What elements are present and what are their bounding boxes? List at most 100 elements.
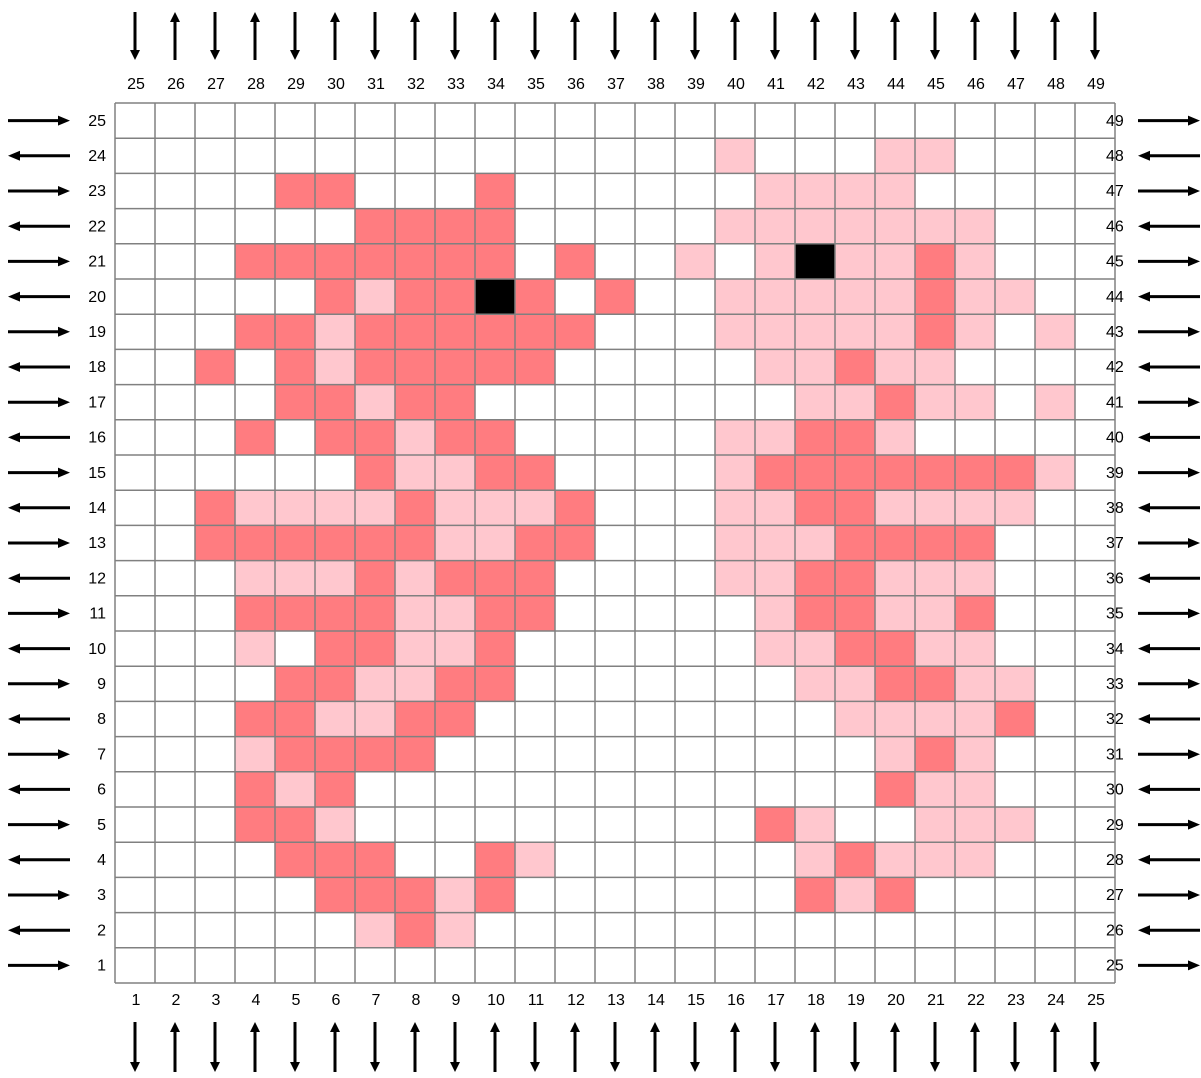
pattern-cell: [875, 138, 915, 173]
arrow-head: [330, 1022, 340, 1032]
left-row-label: 24: [88, 148, 106, 165]
top-column-label: 39: [687, 76, 705, 93]
arrow-head: [58, 468, 70, 478]
arrow-head: [8, 503, 20, 513]
pattern-cell: [915, 209, 955, 244]
pattern-cell: [915, 596, 955, 631]
pattern-cell: [835, 631, 875, 666]
pattern-cell: [835, 349, 875, 384]
pattern-cell: [875, 385, 915, 420]
pattern-cell: [755, 596, 795, 631]
pattern-cell: [795, 420, 835, 455]
arrow-head: [810, 12, 820, 22]
top-arrow-down: [1010, 12, 1020, 60]
right-row-label: 37: [1106, 535, 1124, 552]
top-column-label: 27: [207, 76, 225, 93]
arrow-head: [1138, 503, 1150, 513]
pattern-cell: [875, 596, 915, 631]
pattern-cell: [435, 666, 475, 701]
arrow-head: [970, 12, 980, 22]
arrow-head: [650, 1022, 660, 1032]
arrow-head: [58, 256, 70, 266]
right-row-label: 47: [1106, 183, 1124, 200]
pattern-cell: [515, 490, 555, 525]
pattern-cell: [755, 490, 795, 525]
arrow-head: [8, 644, 20, 654]
arrow-head: [1188, 608, 1200, 618]
pattern-cell: [515, 279, 555, 314]
pattern-cell: [435, 244, 475, 279]
left-arrow-left: [8, 362, 70, 372]
bottom-column-label: 6: [332, 992, 341, 1009]
pattern-cell: [955, 631, 995, 666]
left-arrow-right: [8, 186, 70, 196]
pattern-cell: [315, 420, 355, 455]
top-column-label: 40: [727, 76, 745, 93]
pattern-cell: [995, 279, 1035, 314]
pattern-cell: [195, 349, 235, 384]
arrow-head: [1090, 1062, 1100, 1072]
pattern-cell: [795, 244, 835, 279]
pattern-cell: [235, 525, 275, 560]
left-row-label: 2: [97, 922, 106, 939]
arrow-head: [330, 12, 340, 22]
top-column-label: 38: [647, 76, 665, 93]
pattern-cell: [915, 737, 955, 772]
right-arrow-right: [1138, 820, 1200, 830]
arrow-head: [1138, 714, 1150, 724]
top-arrow-up: [730, 12, 740, 60]
arrow-head: [1138, 151, 1150, 161]
left-arrow-left: [8, 503, 70, 513]
pattern-cell: [355, 631, 395, 666]
bottom-column-label: 9: [452, 992, 461, 1009]
right-arrow-right: [1138, 890, 1200, 900]
right-arrow-left: [1138, 292, 1200, 302]
pattern-cell: [475, 561, 515, 596]
top-arrow-up: [410, 12, 420, 60]
pattern-cell: [235, 314, 275, 349]
pattern-cell: [475, 209, 515, 244]
left-arrow-left: [8, 714, 70, 724]
right-row-label: 34: [1106, 641, 1124, 658]
right-arrow-right: [1138, 538, 1200, 548]
pattern-cell: [835, 173, 875, 208]
pattern-cell: [315, 349, 355, 384]
right-row-label: 39: [1106, 465, 1124, 482]
arrow-head: [1138, 221, 1150, 231]
pattern-cell: [275, 490, 315, 525]
bottom-arrow-up: [330, 1022, 340, 1072]
pattern-cell: [395, 244, 435, 279]
arrow-head: [770, 1062, 780, 1072]
pattern-cell: [435, 701, 475, 736]
bottom-arrow-up: [730, 1022, 740, 1072]
pattern-cell: [875, 561, 915, 596]
arrow-head: [730, 1022, 740, 1032]
top-arrow-down: [530, 12, 540, 60]
pattern-cell: [395, 279, 435, 314]
arrow-head: [1188, 679, 1200, 689]
left-row-label: 21: [88, 254, 106, 271]
arrow-head: [1188, 538, 1200, 548]
pattern-cell: [795, 666, 835, 701]
bottom-arrow-down: [130, 1022, 140, 1072]
right-arrow-left: [1138, 151, 1200, 161]
pattern-cell: [915, 314, 955, 349]
right-row-label: 33: [1106, 676, 1124, 693]
left-row-label: 14: [88, 500, 106, 517]
pattern-cell: [795, 490, 835, 525]
arrow-head: [1188, 186, 1200, 196]
pattern-cell: [915, 701, 955, 736]
top-arrow-down: [210, 12, 220, 60]
top-column-label: 43: [847, 76, 865, 93]
arrow-head: [8, 151, 20, 161]
right-arrow-left: [1138, 925, 1200, 935]
left-row-label: 6: [97, 782, 106, 799]
pattern-cell: [875, 842, 915, 877]
pattern-cell: [915, 279, 955, 314]
left-row-label: 1: [97, 958, 106, 975]
pattern-cell: [235, 490, 275, 525]
arrow-head: [1138, 925, 1150, 935]
top-column-label: 34: [487, 76, 505, 93]
pattern-cell: [955, 842, 995, 877]
arrow-head: [530, 50, 540, 60]
